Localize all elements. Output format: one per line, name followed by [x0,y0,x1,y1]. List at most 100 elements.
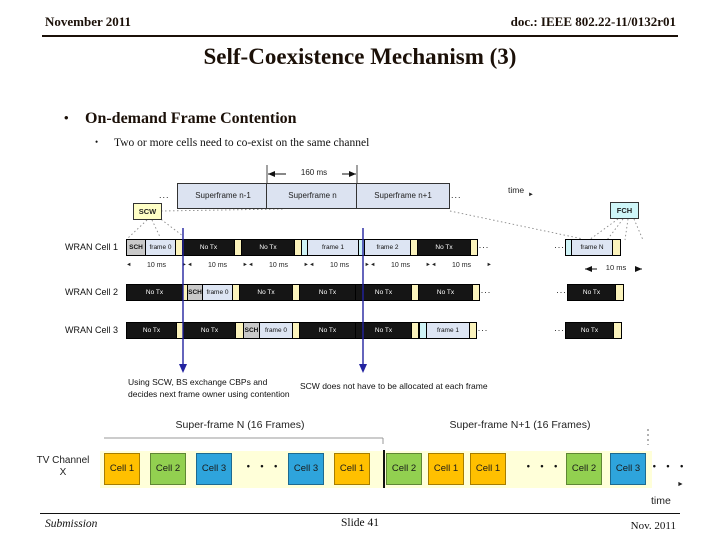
annotation-scw-contention-line2: decides next frame owner using contentio… [128,389,290,399]
ellipsis-dots: • • • [526,461,562,471]
tv-cell-cell2: Cell 2 [386,453,422,485]
tick-arrow-icon: ◄ [431,262,437,268]
ten-ms-label: 10 ms [146,261,167,269]
timeline-segment-notx: No Tx [126,322,177,339]
tick-arrow-icon: ◄ [309,262,315,268]
timeline-segment-frame: frame 1 [426,322,470,339]
tv-channel-label: TV Channel X [24,455,102,479]
tick-arrow-icon: ► [425,262,431,268]
timeline-segment-dots: ... [478,240,490,250]
header-date: November 2011 [45,14,132,29]
timeline-segment-notx: No Tx [183,322,236,339]
tv-cell-cell3: Cell 3 [196,453,232,485]
timeline-segment-notx: No Tx [567,284,616,301]
timeline-segment-notx: No Tx [565,322,614,339]
timeline-segment-notx: No Tx [182,239,235,256]
ten-ms-label: 10 ms [390,261,411,269]
ten-ms-label: 10 ms [451,261,472,269]
ellipsis-right: ... [451,190,462,200]
timeline-segment-dots: ... [554,323,565,333]
timeline-segment-ys [411,322,419,339]
tv-cell-cell3: Cell 3 [610,453,646,485]
footer-submission: Submission [45,518,98,530]
tv-cell-cell1: Cell 1 [470,453,506,485]
footer-rule [40,513,680,514]
timeline-segment-frame: frame 1 [307,239,359,256]
timeline-segment-sch: SCH [243,322,260,339]
bullet-marker: • [95,137,99,147]
tick-arrow-icon: ◄ [126,262,132,268]
time-arrow-top-icon: ► [528,192,534,198]
tick-arrow-icon: ► [486,262,492,268]
timeline-segment-frame: frame N [571,239,613,256]
footer-slide-number: Slide 41 [340,517,379,529]
bullet-marker: • [64,110,69,125]
tick-arrow-icon: ◄ [370,262,376,268]
timeline-segment-gap [492,284,556,301]
timeline-segment-notx: No Tx [418,284,473,301]
ellipsis-dots: • • • [652,461,688,471]
wran-cell-2-label: WRAN Cell 2 [64,287,118,297]
bullet-sub: • Two or more cells need to co-exist on t… [95,137,369,149]
timeline-segment-ys [470,239,478,256]
blue-arrowhead-1 [179,364,187,373]
bullet-main-text: On-demand Frame Contention [85,110,297,127]
timeline-segment-sch: SCH [187,284,203,301]
timeline-segment-sch: SCH [126,239,146,256]
scw-fch-callout-lines [127,208,644,241]
timeline-segment-frame: frame 0 [202,284,233,301]
time-label-top: time [508,185,525,195]
time-label-bottom: time [651,495,671,507]
timeline-segment-dots: ... [477,323,489,333]
tv-cell-cell1: Cell 1 [104,453,140,485]
ten-ms-cell: ◄ 10 ms ► [431,259,492,271]
scw-tag: SCW [133,203,162,220]
tick-arrow-icon: ► [364,262,370,268]
ten-ms-label: 10 ms [207,261,228,269]
wran-cell-1-label: WRAN Cell 1 [64,242,118,252]
tick-arrow-icon: ► [303,262,309,268]
tick-arrow-icon: ► [242,262,248,268]
ten-ms-cell: ◄ 10 ms ► [187,259,248,271]
superframe-box: Superframe n [266,183,359,209]
ten-ms-tick-row: ◄10 ms►◄10 ms►◄10 ms►◄10 ms►◄10 ms►◄10 m… [126,259,492,271]
frame-n-arrowhead-right [635,266,642,272]
timeline-segment-notx: No Tx [417,239,471,256]
blue-arrowhead-2 [359,364,367,373]
duration-arrowhead-right [349,171,356,177]
ten-ms-cell: ◄10 ms► [309,259,370,271]
tv-cell-cell3: Cell 3 [288,453,324,485]
ellipsis-dots: • • • [246,461,282,471]
tv-cell-cell1: Cell 1 [334,453,370,485]
tv-cell-cell2: Cell 2 [150,453,186,485]
timeline-segment-dots: ... [480,285,492,295]
wran-cell-3-label: WRAN Cell 3 [64,325,118,335]
timeline-segment-frame: frame 2 [364,239,411,256]
timeline-segment-frame: frame 0 [145,239,176,256]
ten-ms-label: 10 ms [268,261,289,269]
ten-ms-cell: ◄10 ms► [126,259,187,271]
header-rule [42,35,678,37]
tv-channel-line1: TV Channel [36,455,90,466]
timeline-segment-ys [615,284,624,301]
timeline-segment-ys [613,322,622,339]
annotation-scw-contention-line1: Using SCW, BS exchange CBPs and [128,377,268,387]
timeline-segment-notx: No Tx [241,239,295,256]
frame-n-arrowhead-left [585,266,592,272]
frame-n-duration-label: 10 ms [597,263,635,272]
timeline-segment-dots: ... [556,285,567,295]
timeline-segment-notx: No Tx [126,284,183,301]
time-arrow-bottom-icon: ► [677,481,684,488]
bullet-main: • On-demand Frame Contention [64,110,297,128]
timeline-segment-notx: No Tx [239,284,293,301]
tv-channel-strip [100,451,652,488]
timeline-segment-gap [490,239,554,256]
tv-channel-cells: Cell 1 Cell 2 Cell 3 • • • Cell 3 Cell 1 Cell … [0,450,720,488]
slide-title: Self-Coexistence Mechanism (3) [203,44,517,69]
bullet-sub-text: Two or more cells need to co-exist on th… [114,137,370,149]
tick-arrow-icon: ◄ [187,262,193,268]
